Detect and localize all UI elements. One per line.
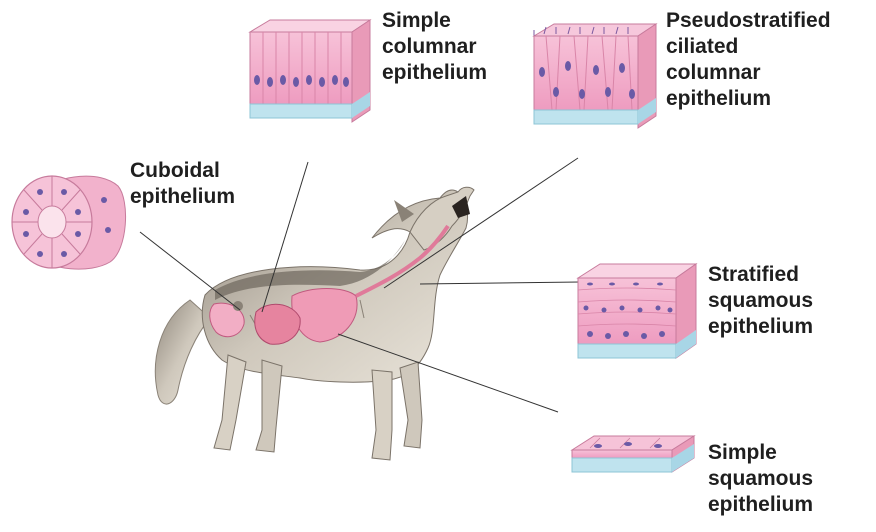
label-cuboidal-epithelium: Cuboidal epithelium [130,158,235,210]
label-simple-columnar-epithelium: Simple columnar epithelium [382,8,487,86]
label-line: columnar [666,60,831,86]
label-simple-squamous-epithelium: Simple squamous epithelium [708,440,813,518]
label-line: Cuboidal [130,158,235,184]
label-line: squamous [708,466,813,492]
leader-line-stratified [420,282,580,284]
label-line: Simple [382,8,487,34]
label-line: epithelium [708,314,813,340]
label-line: Simple [708,440,813,466]
label-line: ciliated [666,34,831,60]
label-line: epithelium [130,184,235,210]
label-line: epithelium [708,492,813,518]
simple-squamous-tissue-block [572,436,694,472]
cuboidal-tissue-tube [12,176,126,269]
simple-columnar-tissue-block [250,20,370,122]
label-line: epithelium [666,86,831,112]
label-stratified-squamous-epithelium: Stratified squamous epithelium [708,262,813,340]
label-line: Pseudostratified [666,8,831,34]
label-pseudostratified-ciliated-columnar-epithelium: Pseudostratified ciliated columnar epith… [666,8,831,112]
label-line: Stratified [708,262,813,288]
pseudostratified-tissue-block [534,24,656,128]
label-line: columnar [382,34,487,60]
label-line: squamous [708,288,813,314]
leader-line-cuboidal [140,232,240,310]
label-line: epithelium [382,60,487,86]
stratified-squamous-tissue-block [578,264,696,358]
